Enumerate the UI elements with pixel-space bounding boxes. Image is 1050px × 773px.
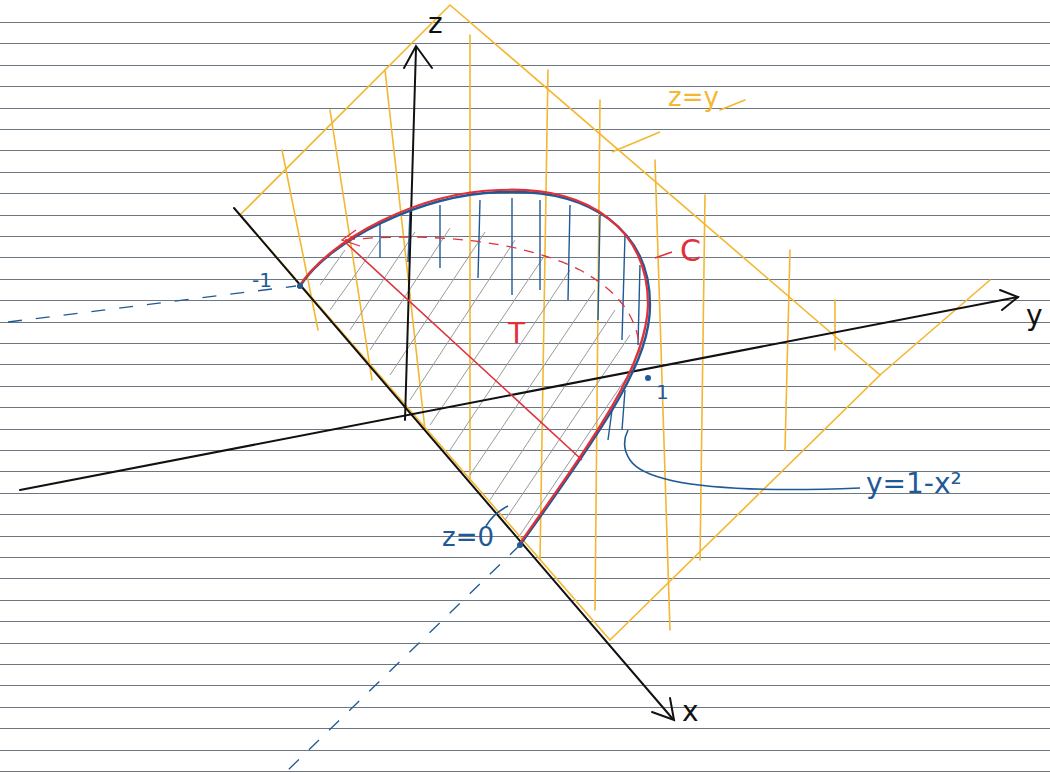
point (645, 375, 651, 381)
ruled-line (0, 578, 1050, 579)
dashed-guides (8, 286, 520, 770)
plane-label: z=y (668, 84, 719, 110)
ruled-line (0, 685, 1050, 686)
ruled-line (0, 557, 1050, 558)
axis-label: y (1026, 302, 1043, 330)
ruled-line (0, 386, 1050, 387)
point (297, 283, 303, 289)
curve-label: C (680, 236, 701, 266)
ruled-line (0, 236, 1050, 237)
ruled-paper (0, 23, 1050, 772)
ruled-line (0, 129, 1050, 130)
ruled-line (0, 728, 1050, 729)
curve-c (298, 190, 648, 546)
cylinder-lines (380, 198, 640, 440)
parabola-curve (300, 192, 650, 545)
equation-label: z=0 (442, 524, 494, 550)
leader-line (486, 506, 508, 526)
ruled-line (0, 65, 1050, 66)
plane-z-y (240, 5, 990, 640)
axis-label: x (682, 698, 699, 726)
point (517, 542, 523, 548)
equation-label: y=1-x² (866, 470, 962, 498)
leader-line (612, 132, 660, 152)
leader-line (625, 430, 861, 490)
ruled-line (0, 108, 1050, 109)
ruled-line (0, 279, 1050, 280)
dashed-arc (345, 237, 640, 352)
leader-line (655, 252, 672, 258)
ruled-line (0, 771, 1050, 772)
ruled-line (0, 429, 1050, 430)
ruled-line (0, 172, 1050, 173)
t-line (345, 242, 582, 460)
ruled-line (0, 514, 1050, 515)
tick-label: 1 (656, 382, 669, 402)
ruled-line (0, 750, 1050, 751)
ruled-line (0, 86, 1050, 87)
axis-label: z (428, 10, 443, 38)
ruled-line (0, 300, 1050, 301)
region-label: T (508, 320, 525, 348)
ruled-line (0, 707, 1050, 708)
ruled-line (0, 643, 1050, 644)
ruled-line (0, 600, 1050, 601)
ruled-line (0, 215, 1050, 216)
tick-label: -1 (252, 270, 272, 290)
ruled-line (0, 257, 1050, 258)
ruled-line (0, 43, 1050, 44)
arc-arrow (342, 230, 360, 246)
ruled-line (0, 22, 1050, 23)
ruled-line (0, 450, 1050, 451)
ruled-line (0, 664, 1050, 665)
axes (20, 46, 1018, 720)
ruled-line (0, 621, 1050, 622)
ruled-line (0, 150, 1050, 151)
